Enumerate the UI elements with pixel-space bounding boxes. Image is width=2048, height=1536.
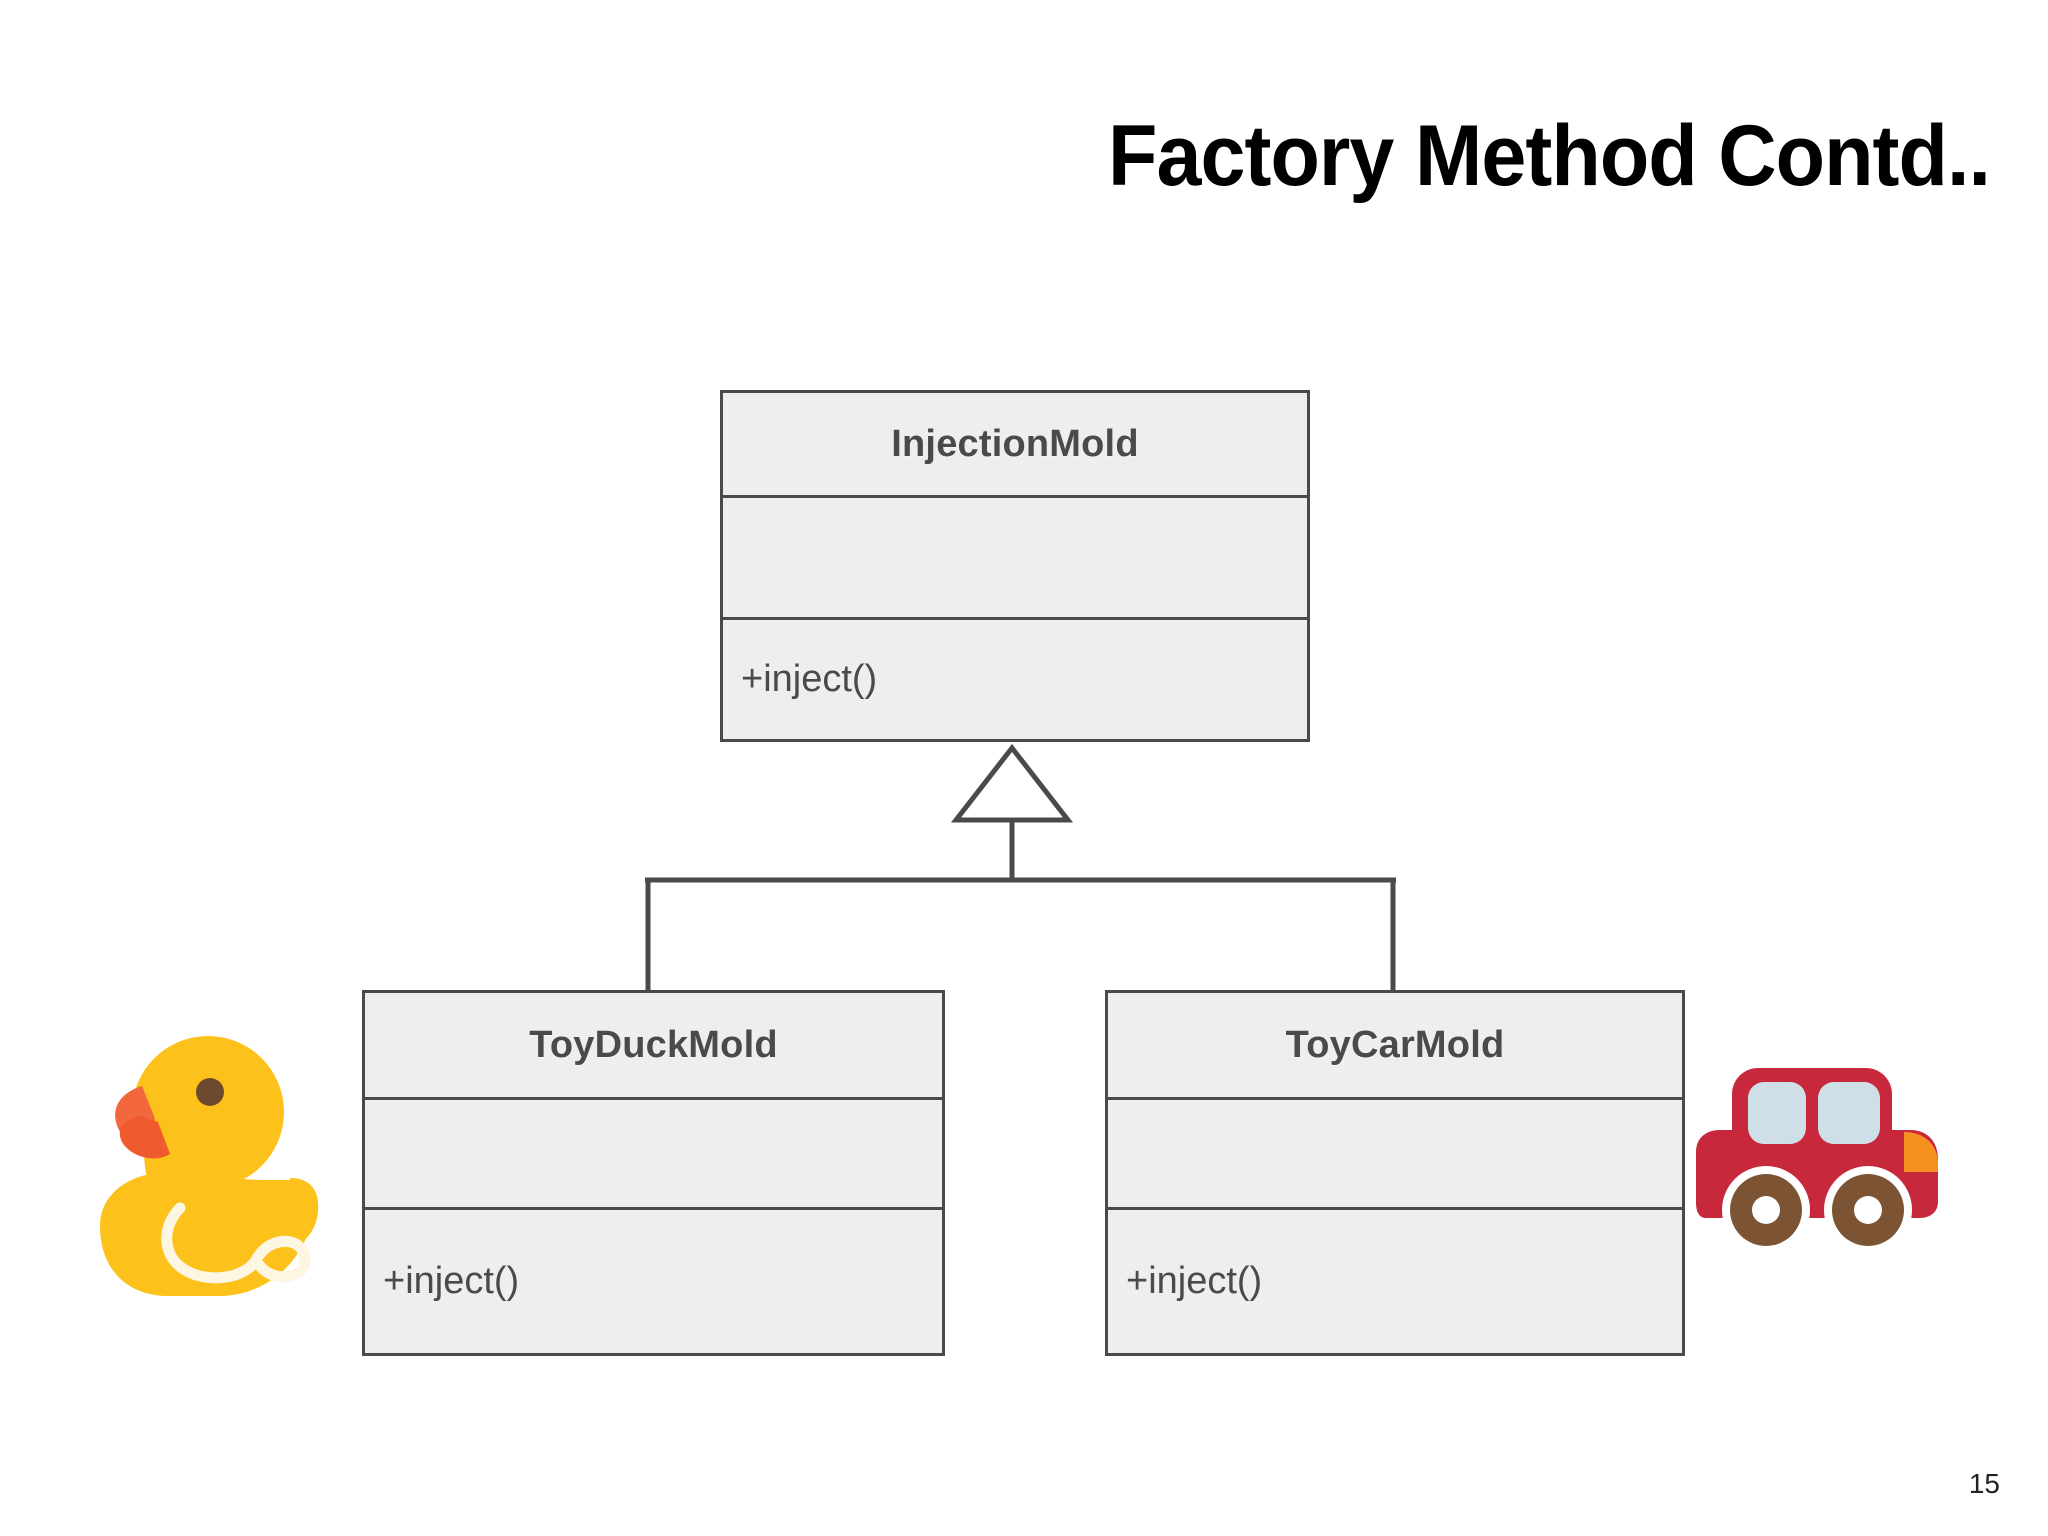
class-attributes-toycarmold xyxy=(1108,1100,1682,1210)
toy-car-icon xyxy=(1696,1068,1938,1254)
page-number: 15 xyxy=(1968,1468,2000,1499)
generalization-arrowhead xyxy=(950,743,1074,823)
class-operation-injectionmold: +inject() xyxy=(741,658,878,700)
uml-class-injectionmold[interactable]: InjectionMold +inject() xyxy=(720,390,1310,742)
class-name-toyduckmold: ToyDuckMold xyxy=(365,993,942,1100)
uml-class-toycarmold[interactable]: ToyCarMold +inject() xyxy=(1105,990,1685,1356)
class-operation-toycarmold: +inject() xyxy=(1126,1260,1263,1302)
class-attributes-injectionmold xyxy=(723,498,1307,620)
uml-class-toyduckmold[interactable]: ToyDuckMold +inject() xyxy=(362,990,945,1356)
page-title: Factory Method Contd.. xyxy=(1108,108,1991,204)
class-operation-toyduckmold: +inject() xyxy=(383,1260,520,1302)
class-name-toycarmold: ToyCarMold xyxy=(1108,993,1682,1100)
rubber-duck-icon xyxy=(100,1036,319,1296)
class-attributes-toyduckmold xyxy=(365,1100,942,1210)
class-name-injectionmold: InjectionMold xyxy=(723,393,1307,498)
